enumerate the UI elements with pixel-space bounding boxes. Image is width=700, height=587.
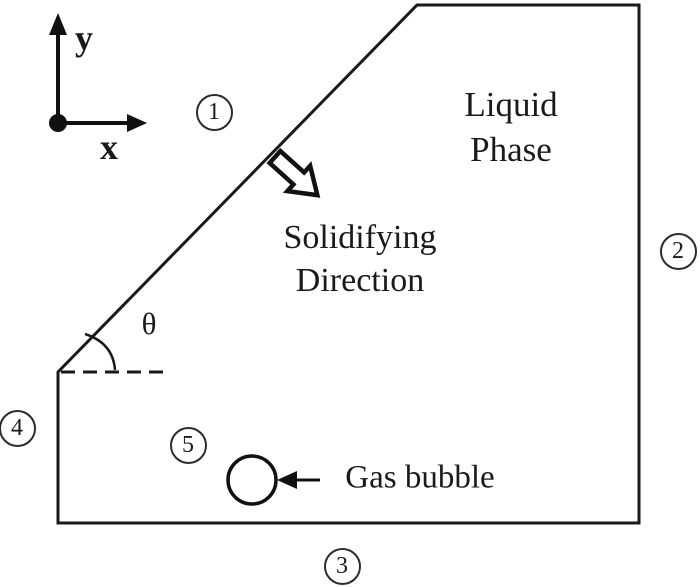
boundary-marker-3-label: 3 [336,553,348,579]
liquid-phase-label-line2: Phase [470,130,552,169]
liquid-phase-label-line1: Liquid [464,85,558,124]
boundary-marker-3: 3 [323,547,361,585]
boundary-marker-5: 5 [169,426,207,464]
boundary-marker-4: 4 [0,409,36,447]
angle-theta-label: θ [141,306,157,341]
boundary-marker-5-label: 5 [182,432,194,458]
liquid-phase-label: Liquid Phase [464,82,557,172]
y-axis-label: y [75,18,93,58]
gas-bubble-label: Gas bubble [345,459,495,496]
x-axis-arrowhead-icon [127,114,147,132]
boundary-marker-4-label: 4 [11,415,23,441]
solidifying-direction-label-line2: Direction [295,262,425,299]
solidifying-direction-arrow-icon [266,147,321,198]
domain-boundary-polygon [56,3,641,525]
x-axis-label: x [100,127,118,167]
boundary-marker-1-label: 1 [208,99,220,125]
gas-bubble-pointer-arrowhead-icon [277,471,297,489]
solidifying-direction-label: Solidifying Direction [283,216,436,302]
boundary-marker-2-label: 2 [672,238,684,264]
angle-arc [84,332,117,371]
solidifying-direction-label-line1: Solidifying [283,219,437,256]
y-axis-arrowhead-icon [49,13,67,35]
origin-dot [49,114,67,132]
gas-bubble-circle [226,454,278,506]
boundary-marker-2: 2 [659,232,697,270]
boundary-marker-1: 1 [195,93,233,131]
